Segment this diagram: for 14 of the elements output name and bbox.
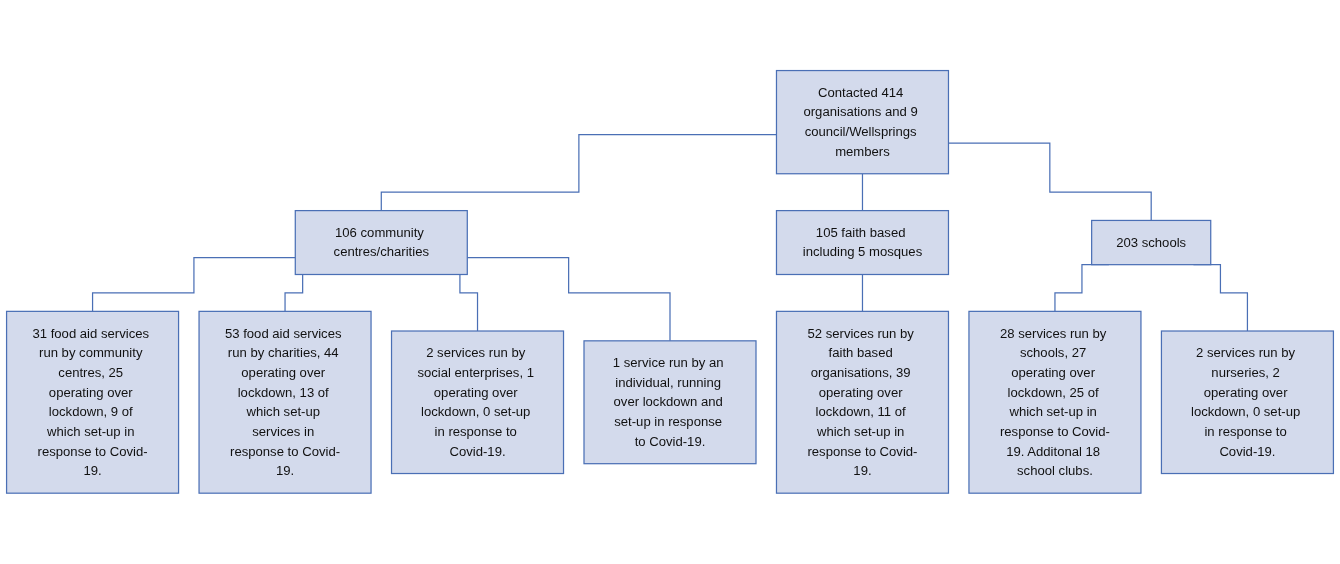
node-box: 105 faith based including 5 mosques bbox=[775, 210, 950, 276]
connector bbox=[861, 274, 864, 313]
node-box: Contacted 414 organisations and 9 council/Wellsprings members bbox=[775, 70, 950, 175]
node-box: 28 services run by schools, 27 operating over lockdown, 25 of which set-up in response to Covid-19. Additonal 18 school clubs. bbox=[968, 310, 1142, 494]
node-box: 106 community centres/charities bbox=[294, 210, 468, 276]
node-box: 31 food aid services run by community centres, 25 operating over lockdown, 9 of which set-up in response to Covid-19. bbox=[5, 310, 180, 494]
node-box: 53 food aid services run by charities, 44 operating over lockdown, 13 of which set-up services in response to Covid-19. bbox=[198, 310, 372, 494]
node-box: 52 services run by faith based organisations, 39 operating over lockdown, 11 of which set-up in response to Covid-19. bbox=[775, 310, 950, 494]
connector bbox=[861, 173, 864, 212]
connector bbox=[91, 257, 296, 313]
node-box: 203 schools bbox=[1091, 219, 1212, 266]
node-box: 2 services run by social enterprises, 1 operating over lockdown, 0 set-up in response to Covid-19. bbox=[390, 330, 565, 475]
node-box: 1 service run by an individual, running over lockdown and set-up in response to Covid-19. bbox=[583, 340, 757, 465]
node-box: 2 services run by nurseries, 2 operating over lockdown, 0 set-up in response to Covid-19. bbox=[1160, 330, 1335, 475]
